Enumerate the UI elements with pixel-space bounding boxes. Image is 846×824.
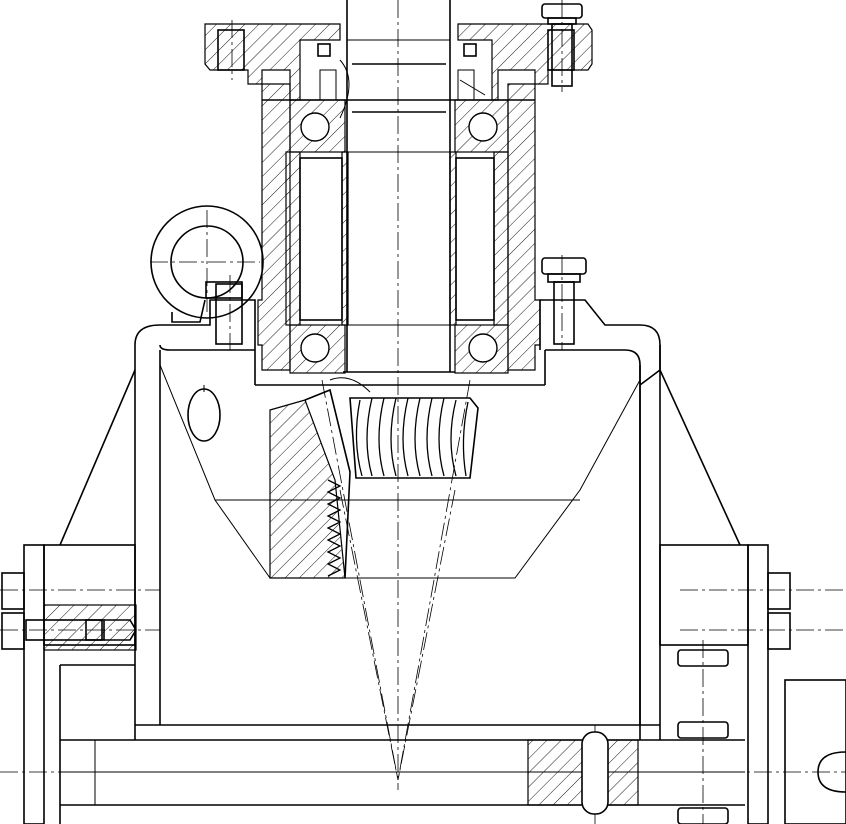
seal-area [317,43,486,119]
spiral-bevel-gear [269,377,479,579]
ball-bearing-bottom-left [289,324,346,374]
bearing-housing [254,83,546,386]
side-flange-left [1,544,137,824]
dowel-pin [581,731,609,815]
ball-bearing-bottom-right [454,324,509,374]
shaft [343,0,455,373]
ball-bearing-top-right [454,99,509,153]
roller-bearing [285,151,509,326]
gearbox-casing [59,299,741,740]
hex-bolt-top [541,3,583,87]
ball-bearing-top-left [289,99,346,153]
hex-bolt-left [205,281,243,345]
hex-bolt-middle [541,257,587,345]
base-plate [59,664,745,824]
side-flange-right [659,544,846,824]
